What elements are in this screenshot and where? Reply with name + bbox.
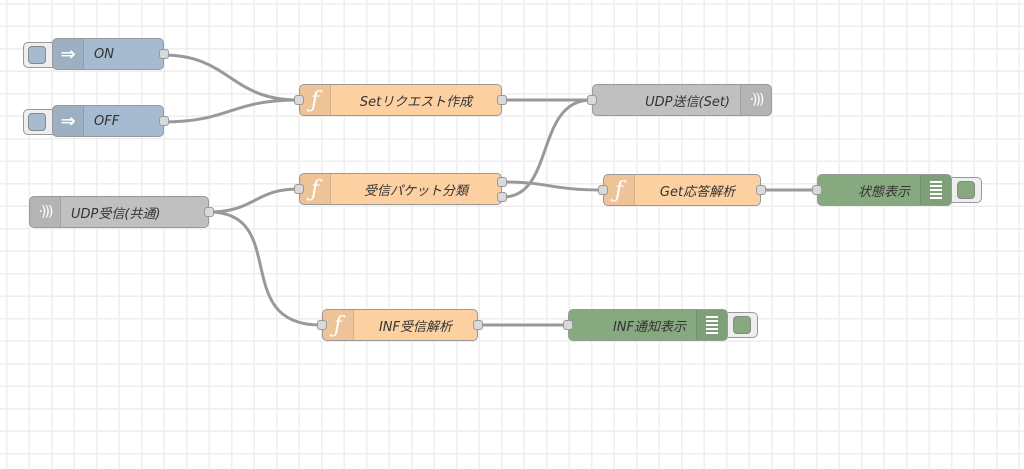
arrow-in-icon: ⇒: [53, 106, 84, 136]
node-function-set-request[interactable]: ƒ Setリクエスト作成: [294, 84, 507, 116]
node-label: UDP受信(共通): [71, 206, 161, 222]
node-inject-off[interactable]: ⇒ OFF: [52, 105, 169, 137]
udp-icon: ·))): [740, 85, 771, 115]
wire-on-to-set-request[interactable]: [162, 53, 299, 102]
node-function-get-response[interactable]: ƒ Get応答解析: [598, 174, 766, 206]
debug-toggle-face: [957, 181, 975, 199]
debug-toggle-button[interactable]: [952, 177, 982, 203]
wire-packet-classify-to-udp-out[interactable]: [502, 98, 592, 199]
output-port-2[interactable]: [497, 192, 507, 202]
node-label: Setリクエスト作成: [359, 94, 473, 110]
node-udp-out-set[interactable]: UDP送信(Set) ·))): [587, 84, 772, 116]
inject-trigger-button[interactable]: [23, 42, 53, 68]
node-label: UDP送信(Set): [645, 94, 730, 110]
inject-button-face: [28, 46, 46, 64]
function-icon: ƒ: [300, 174, 331, 204]
input-port[interactable]: [294, 184, 304, 194]
node-label: Get応答解析: [659, 184, 736, 200]
input-port[interactable]: [317, 320, 327, 330]
node-label: 受信パケット分類: [363, 183, 468, 199]
output-port[interactable]: [159, 49, 169, 59]
node-debug-inf[interactable]: INF通知表示: [563, 309, 728, 341]
input-port[interactable]: [598, 185, 608, 195]
node-label: ON: [94, 46, 114, 62]
debug-toggle-face: [733, 316, 751, 334]
input-port[interactable]: [294, 95, 304, 105]
input-port[interactable]: [587, 95, 597, 105]
output-port[interactable]: [497, 95, 507, 105]
wire-off-to-set-request[interactable]: [162, 98, 299, 124]
list-icon: [920, 175, 951, 205]
arrow-in-icon: ⇒: [53, 39, 84, 69]
node-label: INF受信解析: [378, 319, 453, 335]
wire-udp-in-to-packet-classify[interactable]: [208, 187, 299, 214]
input-port[interactable]: [812, 185, 822, 195]
node-function-packet-classify[interactable]: ƒ 受信パケット分類: [294, 173, 507, 205]
wire-udp-in-to-inf-parse[interactable]: [208, 210, 321, 327]
output-port[interactable]: [159, 116, 169, 126]
node-inject-on[interactable]: ⇒ ON: [52, 38, 169, 70]
list-icon: [696, 310, 727, 340]
node-label: INF通知表示: [612, 319, 686, 335]
output-port[interactable]: [473, 320, 483, 330]
output-port[interactable]: [756, 185, 766, 195]
node-label: OFF: [94, 113, 120, 129]
function-icon: ƒ: [300, 85, 331, 115]
inject-button-face: [28, 113, 46, 131]
node-label: 状態表示: [857, 184, 910, 200]
node-udp-in-common[interactable]: ·))) UDP受信(共通): [29, 196, 214, 228]
debug-toggle-button[interactable]: [728, 312, 758, 338]
node-debug-status[interactable]: 状態表示: [812, 174, 952, 206]
function-icon: ƒ: [604, 175, 635, 205]
output-port-1[interactable]: [497, 177, 507, 187]
inject-trigger-button[interactable]: [23, 109, 53, 135]
node-function-inf-parse[interactable]: ƒ INF受信解析: [317, 309, 483, 341]
output-port[interactable]: [204, 207, 214, 217]
function-icon: ƒ: [323, 310, 354, 340]
input-port[interactable]: [563, 320, 573, 330]
wire-packet-classify-to-get-response[interactable]: [502, 180, 604, 192]
udp-icon: ·))): [30, 197, 61, 227]
